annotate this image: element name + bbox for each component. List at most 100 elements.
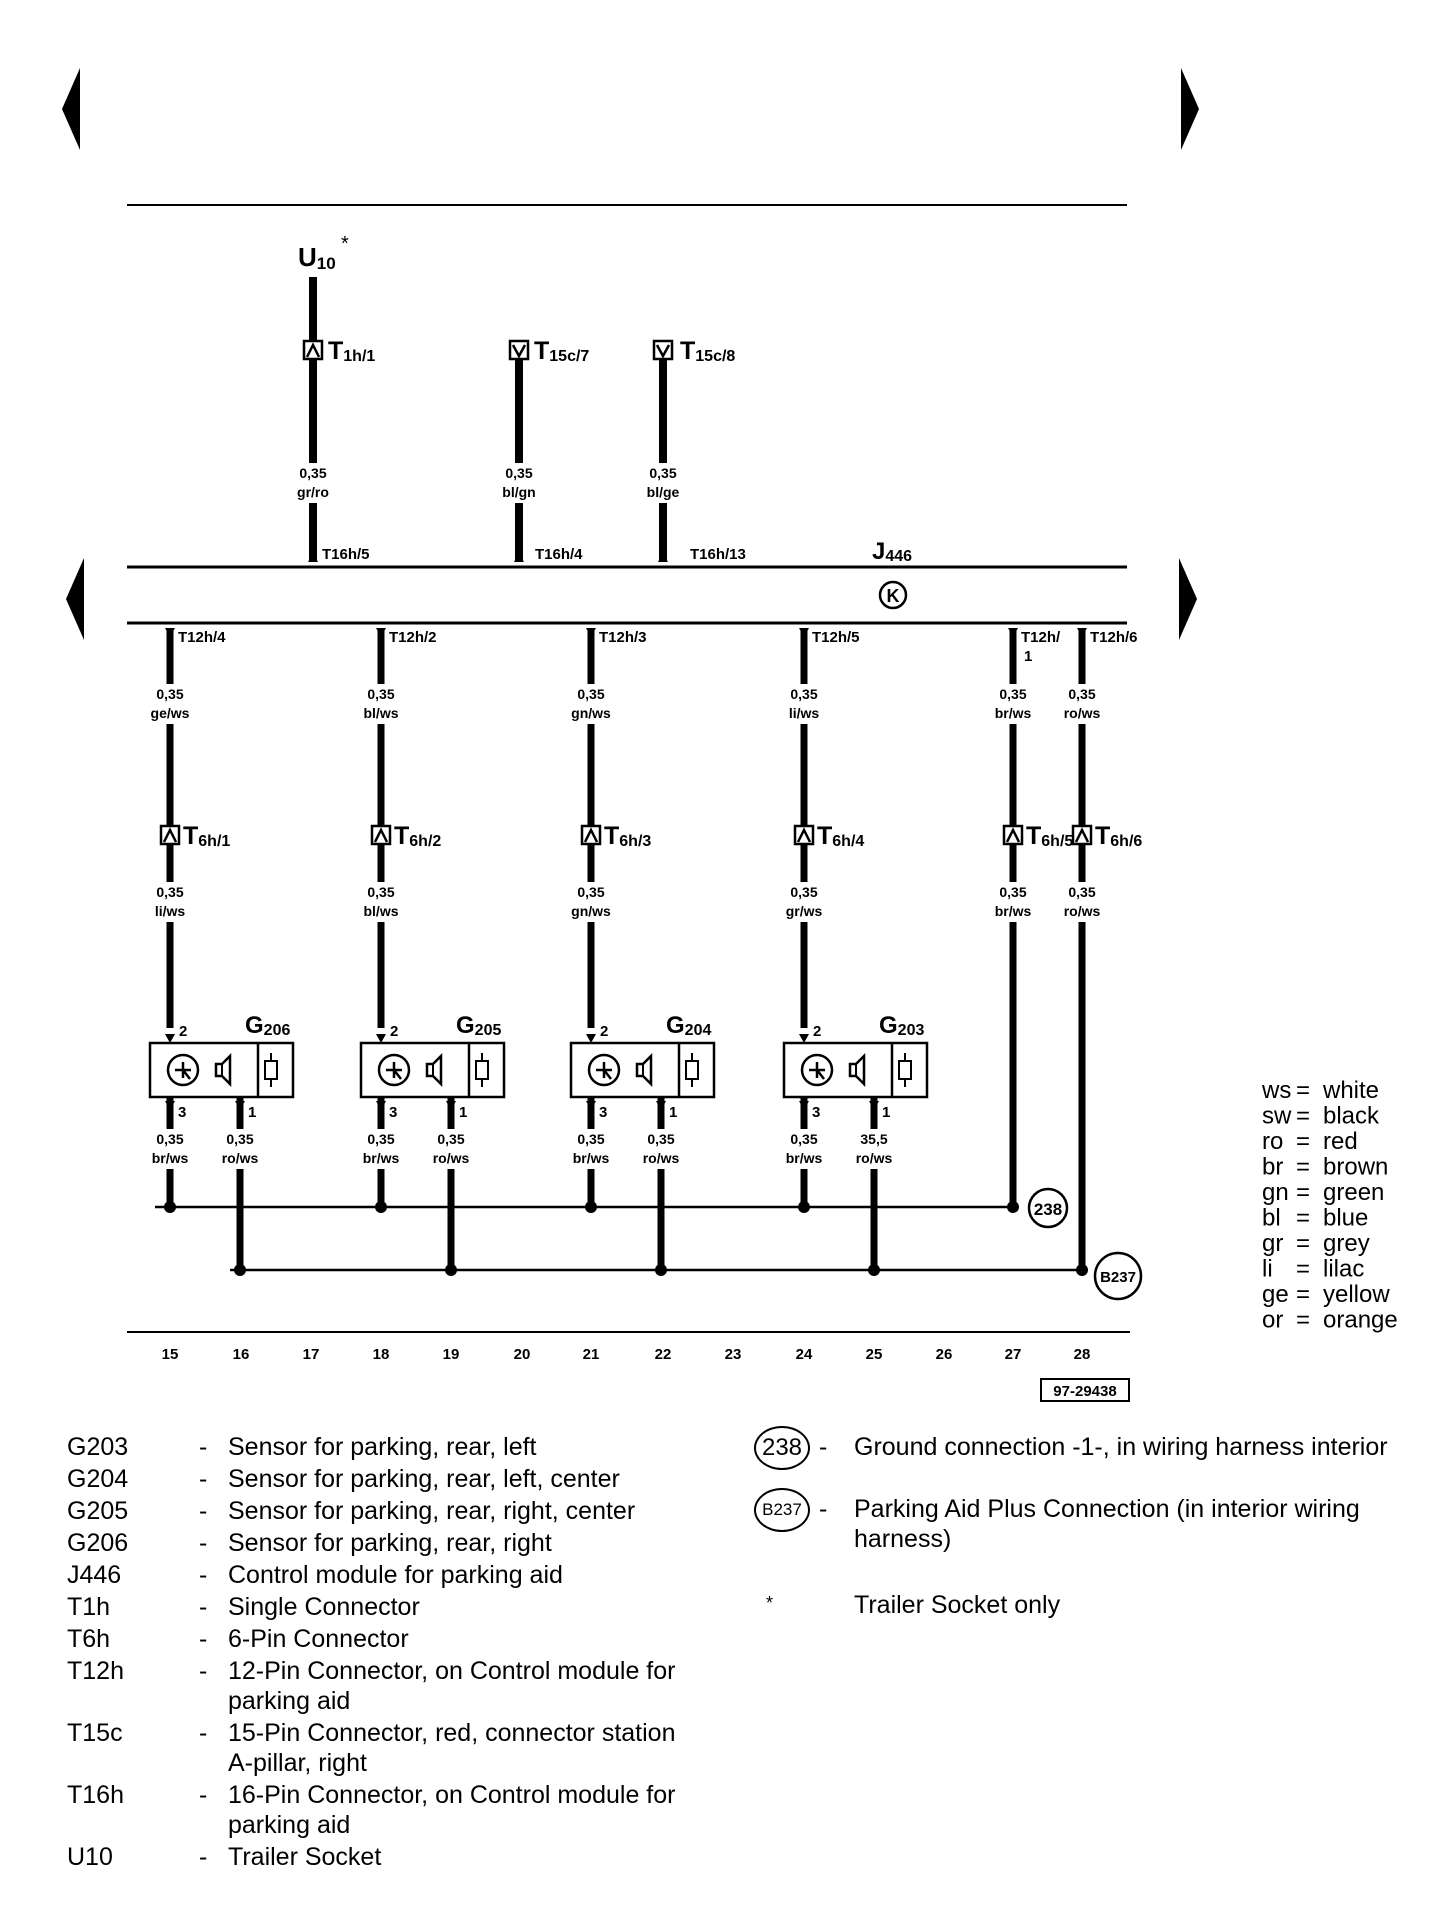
legend-dash: -	[819, 1433, 828, 1461]
track-number: 24	[796, 1346, 813, 1363]
ground-symbol-icon: B237	[754, 1488, 810, 1532]
track-number: 23	[725, 1346, 742, 1363]
svg-text:br/ws: br/ws	[363, 1150, 400, 1166]
svg-text:gr/ws: gr/ws	[786, 903, 823, 919]
left-triangle-icon[interactable]	[62, 68, 80, 150]
svg-text:T16h/4: T16h/4	[535, 546, 583, 563]
svg-text:0,35: 0,35	[156, 1131, 183, 1147]
connector-label: T6h/6	[1095, 822, 1142, 850]
track-number: 18	[373, 1346, 390, 1363]
svg-text:gn/ws: gn/ws	[571, 705, 611, 721]
connector-label: T15c/8	[680, 337, 735, 365]
legend-dash: -	[199, 1719, 208, 1747]
svg-text:2: 2	[179, 1023, 187, 1040]
svg-text:1: 1	[669, 1104, 677, 1121]
top-wire-3: T15c/8 0,35 bl/ge T16h/13	[640, 337, 746, 563]
svg-text:li/ws: li/ws	[789, 705, 820, 721]
track-number: 28	[1074, 1346, 1091, 1363]
svg-text:gn: gn	[1262, 1179, 1289, 1206]
control-module-label: J446	[872, 538, 912, 565]
legend-code: G206	[67, 1529, 129, 1557]
svg-text:0,35: 0,35	[790, 884, 817, 900]
connector-label: T6h/1	[183, 822, 230, 850]
legend-description: Sensor for parking, rear, right	[228, 1529, 552, 1557]
svg-text:ro/ws: ro/ws	[1064, 903, 1101, 919]
svg-text:0,35: 0,35	[367, 884, 394, 900]
piezo-icon	[264, 1060, 278, 1080]
legend-code: T1h	[67, 1593, 111, 1621]
svg-text:ro: ro	[1262, 1128, 1283, 1155]
svg-text:br/ws: br/ws	[573, 1150, 610, 1166]
svg-text:35,5: 35,5	[860, 1131, 887, 1147]
piezo-icon	[475, 1060, 489, 1080]
legend-dash: -	[199, 1843, 208, 1871]
svg-text:ge/ws: ge/ws	[151, 705, 190, 721]
color-key-entry: gr=grey	[1262, 1230, 1370, 1257]
svg-text:gn/ws: gn/ws	[571, 903, 611, 919]
track-number: 26	[936, 1346, 953, 1363]
svg-text:1: 1	[882, 1104, 890, 1121]
connector-label: T1h/1	[328, 337, 375, 365]
svg-text:bl/ge: bl/ge	[647, 484, 680, 500]
svg-text:1: 1	[1024, 648, 1032, 665]
color-key-entry: li=lilac	[1262, 1256, 1364, 1283]
svg-text:br/ws: br/ws	[152, 1150, 189, 1166]
color-key-entry: sw=black	[1262, 1103, 1380, 1130]
color-key-entry: ge=yellow	[1262, 1281, 1390, 1308]
color-key-entry: bl=blue	[1262, 1205, 1368, 1232]
connector-label: T6h/3	[604, 822, 651, 850]
legend-dash: -	[199, 1657, 208, 1685]
svg-text:=: =	[1296, 1103, 1310, 1130]
legend-description: Sensor for parking, rear, left	[228, 1433, 537, 1461]
legend-code: G205	[67, 1497, 129, 1525]
track-number: 15	[162, 1346, 179, 1363]
legend-code: G204	[67, 1465, 129, 1493]
right-triangle-icon[interactable]	[1179, 558, 1197, 640]
svg-text:bl/ws: bl/ws	[363, 903, 398, 919]
legend-description: 15-Pin Connector, red, connector station…	[228, 1719, 676, 1777]
legend-dash: -	[199, 1433, 208, 1461]
svg-text:ro/ws: ro/ws	[1064, 705, 1101, 721]
svg-text:blue: blue	[1323, 1205, 1368, 1232]
svg-text:238: 238	[1034, 1200, 1062, 1219]
wiring-diagram: U10 * T1h/1 0,35 gr/ro T16h/5 T15c/7 0,3…	[62, 68, 1398, 1402]
svg-text:ro/ws: ro/ws	[433, 1150, 470, 1166]
right-triangle-icon[interactable]	[1181, 68, 1199, 150]
top-wire-1: T1h/1 0,35 gr/ro T16h/5	[290, 277, 375, 563]
track-number: 20	[514, 1346, 531, 1363]
svg-text:red: red	[1323, 1128, 1358, 1155]
control-module-symbol: K	[878, 580, 908, 610]
color-key-entry: br=brown	[1262, 1154, 1388, 1181]
legend-dash: -	[199, 1465, 208, 1493]
svg-text:green: green	[1323, 1179, 1384, 1206]
svg-text:0,35: 0,35	[577, 884, 604, 900]
svg-text:bl/gn: bl/gn	[502, 484, 535, 500]
svg-text:0,35: 0,35	[156, 686, 183, 702]
legend-dash: -	[199, 1561, 208, 1589]
svg-text:T12h/6: T12h/6	[1090, 629, 1138, 646]
svg-text:br/ws: br/ws	[786, 1150, 823, 1166]
svg-text:br/ws: br/ws	[995, 903, 1032, 919]
sensor-label: G206	[245, 1012, 290, 1039]
u10-label: U10	[298, 242, 336, 273]
svg-text:0,35: 0,35	[437, 1131, 464, 1147]
legend-description: Parking Aid Plus Connection (in interior…	[854, 1495, 1360, 1553]
legend-dash: -	[199, 1593, 208, 1621]
svg-text:3: 3	[599, 1104, 607, 1121]
svg-text:0,35: 0,35	[647, 1131, 674, 1147]
legend-code: T15c	[67, 1719, 123, 1747]
legend-description: Single Connector	[228, 1593, 420, 1621]
svg-text:white: white	[1322, 1077, 1379, 1104]
legend-description: 16-Pin Connector, on Control module for …	[228, 1781, 676, 1839]
svg-text:=: =	[1296, 1077, 1310, 1104]
left-triangle-icon[interactable]	[66, 558, 84, 640]
svg-text:li/ws: li/ws	[155, 903, 186, 919]
svg-text:ge: ge	[1262, 1281, 1289, 1308]
svg-text:=: =	[1296, 1307, 1310, 1334]
svg-text:brown: brown	[1323, 1154, 1388, 1181]
svg-text:=: =	[1296, 1128, 1310, 1155]
svg-text:3: 3	[812, 1104, 820, 1121]
